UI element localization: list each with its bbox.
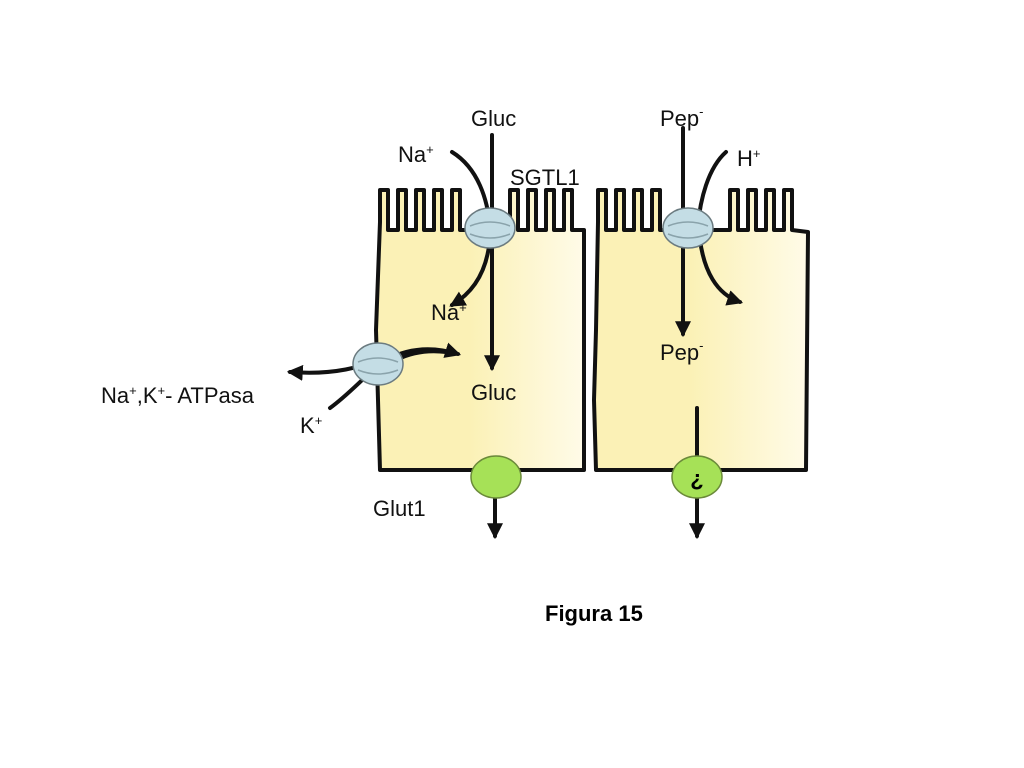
sgtl1-label: SGTL1 xyxy=(510,165,580,190)
glut1-transporter xyxy=(470,455,522,499)
k-label: K+ xyxy=(300,413,322,438)
figure-caption: Figura 15 xyxy=(545,601,643,626)
h-exit-curve xyxy=(698,238,744,306)
glut1-label: Glut1 xyxy=(373,496,426,521)
unknown-transporter-mark: ¿ xyxy=(690,466,703,491)
h-top-label: H+ xyxy=(737,146,760,171)
pep-top-label: Pep- xyxy=(660,104,704,131)
na-top-label: Na+ xyxy=(398,142,434,167)
atpase-label: Na+,K+- ATPasa xyxy=(101,383,255,408)
pep-mid-label: Pep- xyxy=(660,338,704,365)
na-k-atpase-pump xyxy=(352,342,404,386)
gluc-mid-label: Gluc xyxy=(471,380,516,405)
unknown-peptide-transporter xyxy=(671,455,723,499)
na-mid-label: Na+ xyxy=(431,300,467,325)
gluc-top-label: Gluc xyxy=(471,106,516,131)
peptide-h-cotransporter xyxy=(662,207,714,249)
right-cell xyxy=(592,188,810,472)
sgtl1-transporter xyxy=(464,207,516,249)
